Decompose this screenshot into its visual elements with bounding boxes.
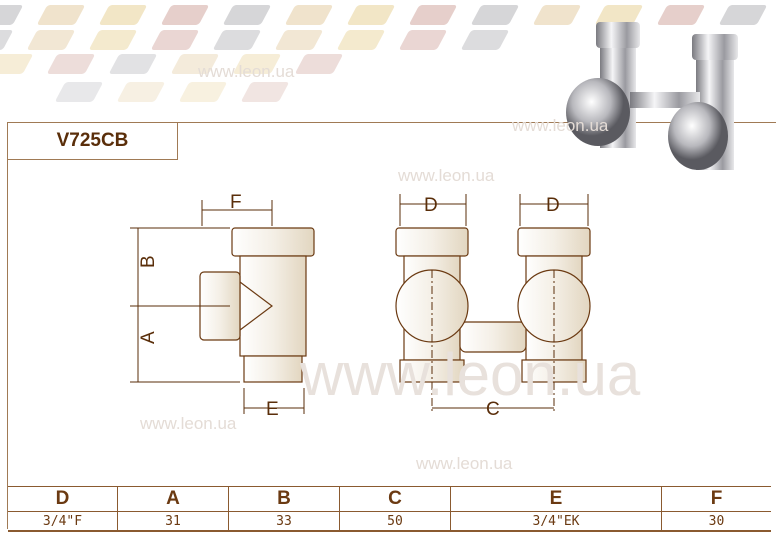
header-e: E bbox=[450, 486, 662, 512]
product-title: V725CB bbox=[7, 122, 178, 160]
dimension-label-d: D bbox=[424, 195, 438, 216]
header-a: A bbox=[117, 486, 229, 512]
product-photo bbox=[566, 22, 738, 170]
value-b: 33 bbox=[228, 511, 340, 532]
dimension-label-f: F bbox=[230, 192, 242, 213]
drawing-frame bbox=[7, 122, 776, 529]
header-c: C bbox=[339, 486, 451, 512]
side-view bbox=[199, 227, 315, 383]
header-d: D bbox=[8, 486, 118, 512]
dimension-label-d: D bbox=[546, 195, 560, 216]
dimensions-table: D A B C E F 3/4"F 31 33 50 3/4"EK 30 bbox=[8, 486, 771, 532]
dimension-lines bbox=[130, 194, 589, 414]
value-e: 3/4"EK bbox=[450, 511, 662, 532]
value-d: 3/4"F bbox=[8, 511, 118, 532]
header-f: F bbox=[661, 486, 771, 512]
dimension-label-a: A bbox=[138, 331, 159, 344]
front-view bbox=[395, 227, 591, 383]
value-c: 50 bbox=[339, 511, 451, 532]
dimension-label-e: E bbox=[266, 399, 279, 420]
dimension-label-c: C bbox=[486, 399, 500, 420]
value-f: 30 bbox=[661, 511, 771, 532]
header-b: B bbox=[228, 486, 340, 512]
value-a: 31 bbox=[117, 511, 229, 532]
dimension-label-b: B bbox=[138, 255, 159, 268]
